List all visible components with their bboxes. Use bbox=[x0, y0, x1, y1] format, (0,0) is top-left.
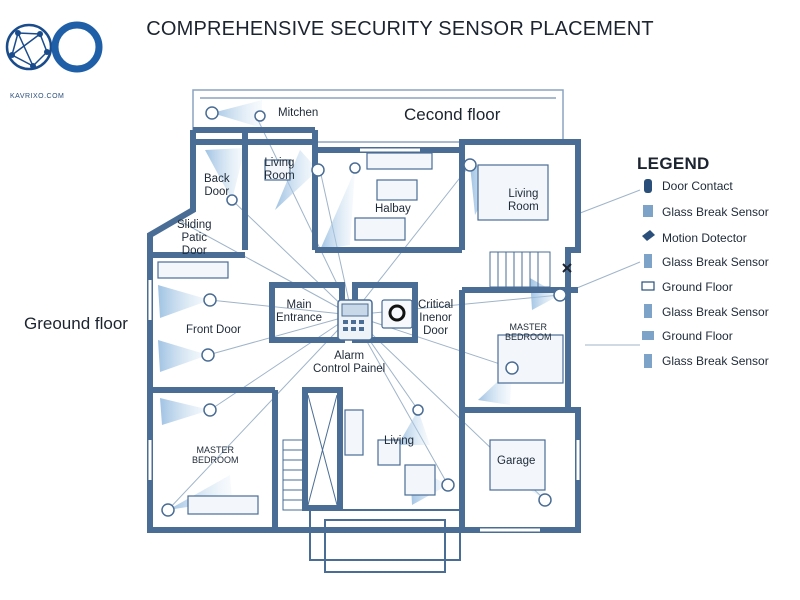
legend-item: Glass Break Sensor bbox=[662, 354, 769, 368]
room-label-mitchen: Mitchen bbox=[278, 107, 319, 119]
legend-item: Glass Break Sensor bbox=[662, 255, 769, 269]
floor-icon bbox=[641, 281, 655, 291]
room-label-front-door: Front Door bbox=[186, 324, 241, 336]
room-label-garage: Garage bbox=[497, 455, 536, 467]
alarm-panel-device bbox=[337, 299, 413, 341]
room-label-halbay: Halbay bbox=[375, 203, 411, 215]
room-label-living-room-right: Living Room bbox=[508, 188, 539, 213]
sensor-connection-lines bbox=[167, 119, 641, 511]
room-label-back-door: Back Door bbox=[204, 173, 230, 198]
ground-floor-label: Greound floor bbox=[24, 314, 128, 333]
glass-break-icon bbox=[644, 304, 652, 318]
furniture bbox=[157, 152, 564, 515]
door-contact-icon bbox=[644, 179, 652, 193]
legend-item: Ground Floor bbox=[662, 280, 733, 294]
legend-item: Glass Break Sensor bbox=[662, 205, 769, 219]
room-label-sliding-patio-door: Sliding Patic Door bbox=[177, 219, 212, 257]
diagram-title: COMPREHENSIVE SECURITY SENSOR PLACEMENT bbox=[146, 18, 654, 40]
room-label-main-entrance: Main Entrance bbox=[276, 299, 323, 324]
room-label-master-bedroom-left: MASTER BEDROOM bbox=[192, 445, 239, 465]
room-label-living-bottom: Living bbox=[384, 435, 415, 447]
glass-break-icon bbox=[644, 354, 652, 368]
legend-item: Motion Dotector bbox=[662, 231, 747, 245]
room-label-living-room-top: Living Room bbox=[264, 157, 295, 182]
motion-detector-icon bbox=[642, 230, 655, 241]
room-label-master-bedroom-right: MASTER BEDROOM bbox=[505, 322, 552, 342]
legend-title: LEGEND bbox=[637, 154, 710, 173]
second-floor-outline bbox=[192, 89, 564, 143]
stairs bbox=[282, 251, 551, 511]
stair-marker-icon bbox=[562, 263, 572, 273]
floor-icon bbox=[642, 331, 654, 340]
front-porch bbox=[309, 509, 461, 573]
second-floor-label: Cecond floor bbox=[404, 105, 501, 124]
glass-break-icon bbox=[643, 205, 653, 217]
sensor-nodes bbox=[161, 106, 567, 517]
legend-item: Ground Floor bbox=[662, 329, 733, 343]
legend-item: Glass Break Sensor bbox=[662, 305, 769, 319]
brand-name: KAVRIXO.COM bbox=[10, 93, 65, 100]
room-label-alarm-control-panel: Alarm Control Painel bbox=[313, 350, 386, 375]
legend-item: Door Contact bbox=[662, 179, 733, 193]
glass-break-icon bbox=[644, 254, 652, 268]
legend-icons bbox=[641, 179, 655, 368]
windows bbox=[148, 148, 580, 532]
room-label-critical-inner-door: Critical Inenor Door bbox=[418, 299, 454, 337]
